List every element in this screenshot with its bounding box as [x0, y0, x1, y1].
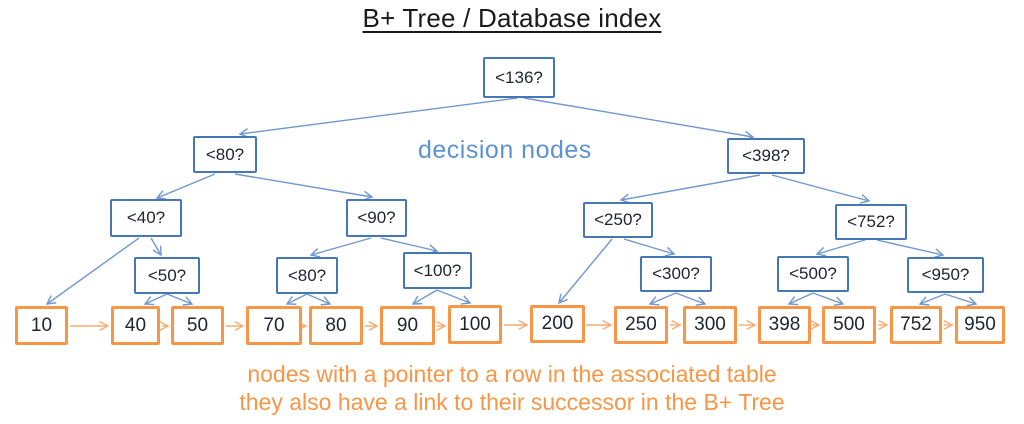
decision-nodes-label: decision nodes [418, 136, 592, 164]
decision-node-80-l2: <80? [193, 136, 257, 173]
leaf-node-398: 398 [758, 306, 811, 344]
leaf-node-10: 10 [15, 306, 68, 345]
decision-node-500: <500? [777, 256, 849, 292]
decision-node-300: <300? [640, 256, 712, 292]
decision-node-250: <250? [583, 202, 653, 238]
decision-node-50: <50? [134, 257, 200, 294]
leaf-node-90: 90 [380, 306, 435, 345]
leaf-node-300: 300 [683, 306, 737, 344]
leaf-node-250: 250 [614, 306, 668, 344]
decision-node-90: <90? [346, 199, 407, 237]
leaf-node-80: 80 [309, 306, 363, 345]
decision-node-398: <398? [727, 138, 805, 174]
decision-node-950: <950? [907, 257, 984, 293]
leaf-node-50: 50 [171, 306, 224, 345]
decision-node-80-l4: <80? [276, 257, 338, 294]
leaf-node-100: 100 [448, 305, 502, 344]
decision-node-136: <136? [483, 57, 555, 98]
leaf-node-40: 40 [111, 306, 160, 345]
decision-node-752: <752? [835, 204, 907, 240]
caption-line-2: they also have a link to their successor… [239, 389, 785, 415]
diagram-title-text: B+ Tree / Database index [362, 3, 662, 33]
leaf-caption: nodes with a pointer to a row in the ass… [239, 360, 784, 416]
decision-node-100: <100? [403, 252, 472, 289]
decision-node-40: <40? [110, 199, 182, 237]
leaf-node-500: 500 [822, 306, 876, 344]
leaf-node-752: 752 [890, 306, 942, 344]
leaf-node-70: 70 [246, 306, 302, 345]
leaf-node-950: 950 [955, 306, 1005, 344]
diagram-title: B+ Tree / Database index [0, 3, 1024, 34]
caption-line-1: nodes with a pointer to a row in the ass… [247, 361, 777, 387]
leaf-node-200: 200 [530, 305, 585, 343]
